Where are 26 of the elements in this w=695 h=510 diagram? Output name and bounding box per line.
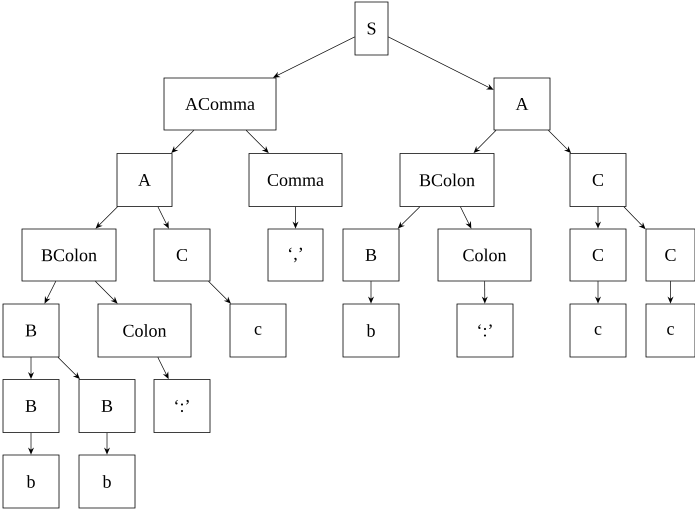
tree-node-box: AComma (164, 78, 276, 130)
tree-node-box: BColon (22, 228, 116, 282)
tree-node-box: ‘,’ (268, 228, 324, 282)
tree-node-box: b (342, 304, 400, 358)
tree-node-box: C (646, 228, 695, 282)
tree-node-box: ‘:’ (154, 379, 210, 433)
tree-node-box: B (2, 304, 60, 358)
tree-node-box: c (570, 304, 626, 358)
tree-node-box: ‘:’ (456, 304, 514, 358)
tree-node-box: B (2, 379, 60, 433)
tree-node-box: C (154, 228, 210, 282)
tree-node-box: Colon (438, 228, 532, 282)
tree-node-box: A (494, 78, 550, 130)
tree-node-box: BColon (400, 153, 494, 207)
tree-node-box: b (78, 454, 136, 508)
tree-node-box: Comma (248, 153, 342, 207)
tree-node-box: Colon (98, 304, 192, 358)
tree-node-box: C (570, 153, 626, 207)
tree-node-box: c (646, 304, 695, 358)
tree-node-box: C (570, 228, 626, 282)
tree-node-box: b (2, 454, 60, 508)
tree-node-box: B (78, 379, 136, 433)
tree-node-box: A (116, 153, 172, 207)
tree-node-box: B (342, 228, 400, 282)
tree-node-box: c (230, 304, 286, 358)
tree-node-box: S (354, 2, 388, 56)
